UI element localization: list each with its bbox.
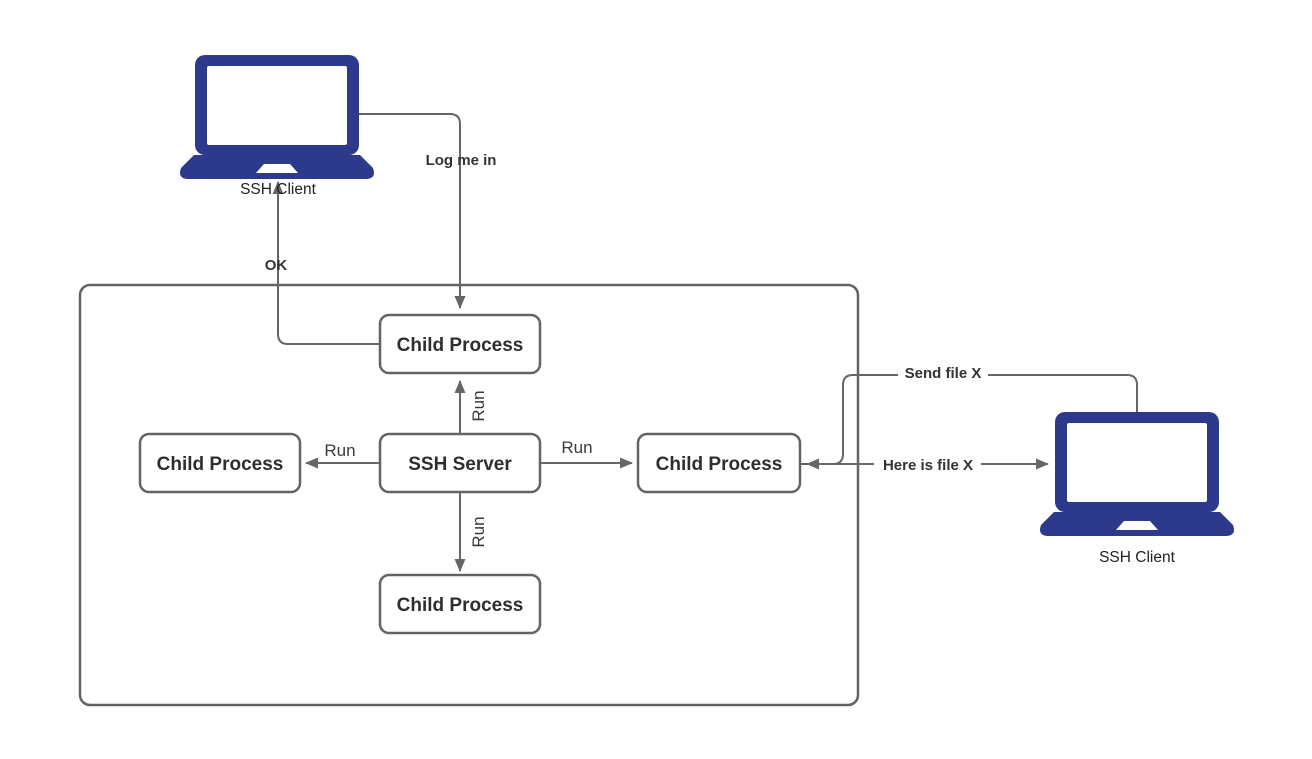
ssh-server-label: SSH Server (408, 454, 512, 475)
edges (272, 113, 1138, 572)
ok-label: OK (265, 257, 288, 274)
child-process-top-label: Child Process (397, 335, 524, 356)
ssh-client-left-label: SSH Client (240, 181, 316, 198)
edge-ok (272, 181, 380, 345)
send-file-label: Send file X (905, 365, 982, 382)
run-top-label: Run (469, 390, 488, 421)
send-file-label-bg (898, 364, 988, 381)
run-right-label: Run (561, 438, 592, 457)
node-child-process-top (378, 313, 542, 375)
log-me-in-label: Log me in (426, 152, 497, 169)
child-process-bottom-label: Child Process (397, 595, 524, 616)
child-process-left-label: Child Process (157, 454, 284, 475)
ssh-client-right-icon (1040, 412, 1234, 536)
edge-send-file (806, 374, 1138, 470)
node-child-process-right (636, 432, 802, 494)
server-host-boundary (78, 283, 860, 707)
here-is-file-label: Here is file X (883, 457, 973, 474)
ssh-client-left-icon (180, 55, 374, 179)
node-child-process-left (138, 432, 302, 494)
node-child-process-bottom (378, 573, 542, 635)
ssh-client-right-label: SSH Client (1099, 549, 1175, 566)
child-process-right-label: Child Process (656, 454, 783, 475)
run-left-label: Run (324, 441, 355, 460)
here-is-file-label-bg (874, 456, 981, 473)
node-ssh-server (378, 432, 542, 494)
process-nodes (138, 313, 802, 635)
edge-log-me-in (357, 113, 466, 309)
run-bottom-label: Run (469, 516, 488, 547)
